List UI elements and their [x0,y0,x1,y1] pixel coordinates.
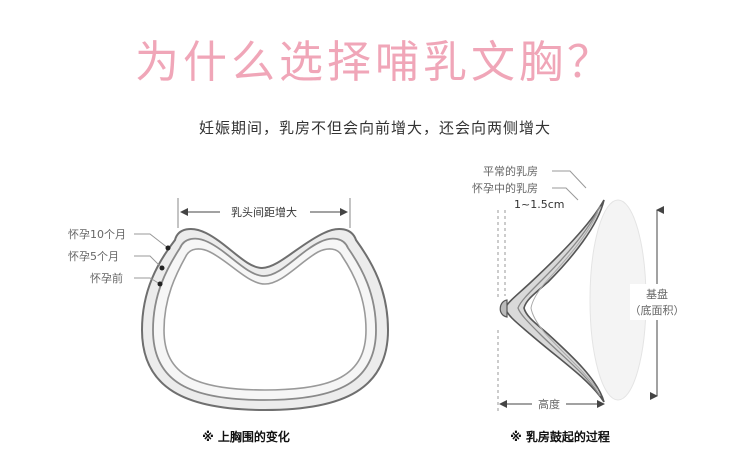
base-label-line1: 基盘 [646,287,668,301]
leader-10-months [134,233,169,249]
left-caption: ※ 上胸围的变化 [202,429,290,444]
leader-normal [552,170,587,189]
label-normal-breast: 平常的乳房 [483,164,538,178]
dot-5-months [159,265,165,271]
page-subtitle: 妊娠期间，乳房不但会向前增大，还会向两侧增大 [198,119,551,137]
stage-label-before: 怀孕前 [90,271,123,285]
chest-circumference-diagram: 乳头间距增大 怀孕10个月 怀孕5个月 怀孕前 ※ 上胸围的变化 [68,198,390,444]
normal-breast-outline [517,205,601,397]
stage-label-5-months: 怀孕5个月 [68,250,119,263]
height-label-bg [532,397,566,411]
dot-10-months [165,245,171,251]
dot-before [157,281,163,287]
leader-before [134,277,161,285]
page-title: 为什么选择哺乳文胸？ [135,37,615,88]
height-label: 高度 [538,397,560,411]
leader-5-months [134,255,163,269]
inner-breast-highlight [530,211,599,391]
nipple-distance-label: 乳头间距增大 [231,205,297,219]
nipple-shape [499,299,508,318]
base-label-line2: （底面积） [630,303,685,317]
pregnant-breast-outline [504,199,605,403]
label-growth-range: 1~1.5cm [514,198,564,211]
right-caption: ※ 乳房鼓起的过程 [510,429,610,444]
outline-before-pregnancy [163,248,367,391]
stage-label-10-months: 怀孕10个月 [68,228,126,241]
leader-pregnant [552,187,579,201]
label-pregnant-breast: 怀孕中的乳房 [472,181,538,195]
base-label-bg [630,284,686,320]
breast-profile-diagram: 平常的乳房 怀孕中的乳房 1~1.5cm 基盘 （底面积） 高度 ※ 乳房鼓起的… [472,164,686,444]
